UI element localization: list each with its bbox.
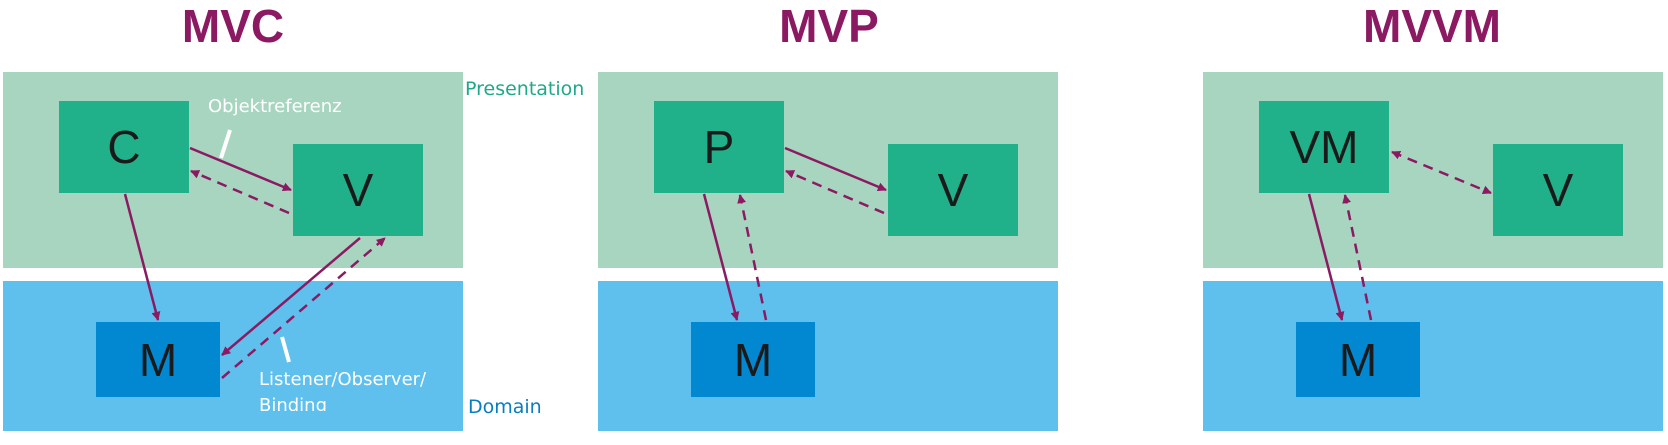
mvvm-view-box: V — [1493, 144, 1623, 236]
object-reference-label: Objektreferenz — [208, 96, 342, 117]
mvc-arrow-view-to-controller — [190, 169, 290, 215]
mvp-arrow-model-to-presenter — [737, 194, 768, 321]
mvp-view-box: V — [888, 144, 1018, 236]
mvp-title: MVP — [779, 0, 879, 52]
mvc-controller-box: C — [59, 101, 189, 193]
mvc-arrow-controller-to-view — [189, 146, 292, 192]
listener-label-line2: Binding — [259, 395, 328, 411]
mvvm-arrow-viewmodel-to-model — [1307, 193, 1345, 321]
mvvm-title: MVVM — [1363, 0, 1501, 52]
mvvm-arrow-model-to-viewmodel — [1342, 194, 1373, 321]
mvp-model-box: M — [691, 322, 815, 397]
mvc-title: MVC — [181, 0, 285, 52]
listener-tick — [280, 336, 291, 363]
mvc-arrow-model-to-view — [221, 237, 386, 379]
object-reference-tick — [219, 129, 232, 159]
mvc-model-box: M — [96, 322, 220, 397]
mvvm-arrow-viewmodel-view-binding — [1391, 150, 1492, 195]
domain-label: Domain — [468, 396, 542, 418]
mvc-arrow-view-to-model — [221, 237, 361, 356]
mvp-arrow-view-to-presenter — [785, 169, 885, 215]
mvvm-viewmodel-box: VM — [1259, 101, 1389, 193]
listener-label-line1: Listener/Observer/ — [259, 369, 427, 390]
mvp-presenter-box: P — [654, 101, 784, 193]
mvp-domain-layer — [598, 281, 1058, 431]
listener-label: Listener/Observer/ Binding — [259, 367, 459, 411]
presentation-label: Presentation — [465, 78, 585, 100]
mvc-view-box: V — [293, 144, 423, 236]
mvp-arrow-presenter-to-view — [784, 146, 887, 192]
mvc-domain-layer — [3, 281, 463, 431]
mvvm-model-box: M — [1296, 322, 1420, 397]
mvp-arrow-presenter-to-model — [702, 193, 740, 321]
mvvm-domain-layer — [1203, 281, 1663, 431]
mvc-arrow-controller-to-model — [123, 193, 161, 321]
